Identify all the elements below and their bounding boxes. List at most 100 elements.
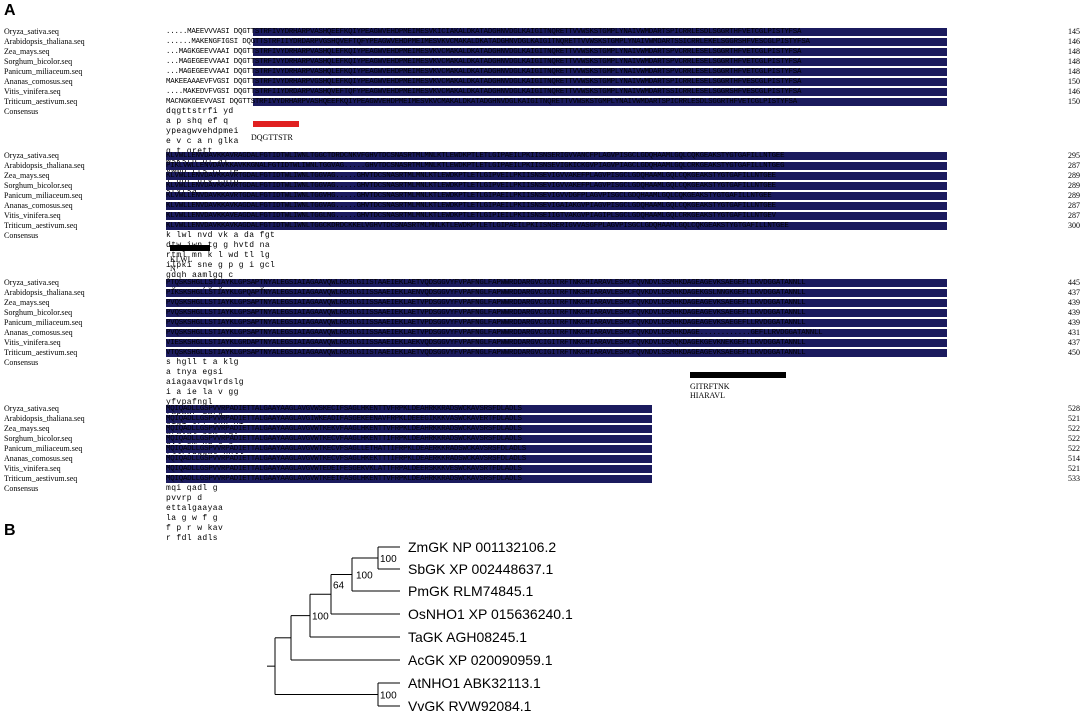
sequence-text: PVQSKSHGLLSTIAYKLGPSAPTNYALEGSIAIAGAAVQW… — [166, 309, 806, 317]
sequence-text: PVQSKSHGLLSTIAYKLGPSAPTNYALEGSIAIAGAAVQW… — [166, 329, 823, 337]
sequence-residues: MQIQADLLGSPVVRPADIETTALGAAYAAGLAVGVWTKEC… — [166, 435, 1066, 443]
alignment-row: Arabidopsis_thaliana.seq......MAKENGFIGS… — [0, 37, 1084, 47]
conserved-shading — [252, 58, 948, 66]
panel-b-label: B — [4, 522, 16, 539]
conserved-shading — [166, 299, 948, 307]
residue-count: 521 — [1068, 464, 1080, 473]
sequence-text: .....MAEEVVVASI DQGTTSTRFIVYDRHARPVASHQE… — [166, 28, 802, 36]
residue-count: 287 — [1068, 201, 1080, 210]
sequence-residues: MAKEEAAAEVFVGSI DQGTTSTRFIVYDRHARPVGSHQL… — [166, 78, 1066, 86]
sequence-text: VIESKSHGLLSTIAYKLGRDAPTNYALEGSIAIAGAAVQW… — [166, 339, 806, 347]
motif-bar — [170, 245, 210, 251]
sequence-text: PVQSKSHGLLSTIAYKLGPSAPTNYALEGSIAIAGAAVQW… — [166, 319, 806, 327]
sequence-name: Arabidopsis_thaliana.seq — [4, 414, 85, 423]
sequence-text: KLVWLLENVDAVKKAVRTGDALFGTIDTWLIWNLTGGVAG… — [166, 182, 776, 190]
sequence-residues: MQIQADLLGSPVVRPADIETTALGAAYAAGLAVGIWKEAD… — [166, 415, 1066, 423]
conserved-shading — [252, 38, 948, 46]
sequence-name: Arabidopsis_thaliana.seq — [4, 37, 85, 46]
conserved-shading — [166, 202, 948, 210]
conserved-shading — [252, 28, 948, 36]
alignment-row: Zea_mays.seq...MAGKGEEVVAAI DQGTTSTRFIVY… — [0, 47, 1084, 57]
conserved-shading — [166, 405, 653, 413]
sequence-text: KLVWLLENVDAVKKAVRTGDALFGTIDTWLIWNLTGGVAG… — [166, 172, 776, 180]
sequence-text: MQIQADLLGSPVVRPADIETTALGAAYAAGLAVGIWKEAD… — [166, 415, 522, 423]
tree-leaf-label: AcGK XP 020090959.1 — [408, 652, 553, 668]
conserved-shading — [252, 88, 948, 96]
residue-count: 437 — [1068, 288, 1080, 297]
sequence-name: Oryza_sativa.seq — [4, 404, 59, 413]
sequence-name: Ananas_comosus.seq — [4, 77, 73, 86]
sequence-name: Oryza_sativa.seq — [4, 278, 59, 287]
sequence-text: PVQSKSHGLLSTIAYKLGPSAPTNYALEGSIAIAGAAVQW… — [166, 299, 806, 307]
consensus-label: Consensus — [4, 484, 39, 493]
motif-label: KLWL N — [170, 255, 193, 273]
sequence-residues: ...MAGEGEEVVAAI DQGTTSTRFIVYDRHARPVASHQL… — [166, 58, 1066, 66]
conserved-shading — [166, 309, 948, 317]
conserved-shading — [166, 182, 948, 190]
conserved-shading — [166, 162, 948, 170]
sequence-residues: KLVWLLENVDAVKKAVKAGDALFGTIDTWLIWNLTGGCKD… — [166, 222, 1066, 230]
residue-count: 514 — [1068, 454, 1080, 463]
sequence-name: Vitis_vinifera.seq — [4, 464, 61, 473]
sequence-residues: MACNGKGEEVVASI DQGTTSTRFIVYDRHARPVASHQEE… — [166, 98, 1066, 106]
residue-count: 150 — [1068, 77, 1080, 86]
residue-count: 148 — [1068, 57, 1080, 66]
motif-label: GITRFTNK HIARAVL — [690, 382, 730, 400]
consensus-label: Consensus — [4, 107, 39, 116]
sequence-name: Triticum_aestivum.seq — [4, 474, 78, 483]
alignment-row: Sorghum_bicolor.seq KLVWLLENVDAVKKAVRTGDA… — [0, 181, 1084, 191]
sequence-residues: KLVWLLENVDAVKKAVEAGDALFGTIDTWLIWNLTGGLNG… — [166, 212, 1066, 220]
sequence-text: MQIQADLLGSPVVRPADIETTALGAAYAAGLAVGVWTKEE… — [166, 475, 522, 483]
sequence-name: Vitis_vinifera.seq — [4, 87, 61, 96]
alignment-row: Vitis_vinifera.seq VIESKSHGLLSTIAYKLGRDAP… — [0, 338, 1084, 348]
conserved-shading — [166, 415, 653, 423]
sequence-name: Sorghum_bicolor.seq — [4, 181, 73, 190]
motif-bar — [253, 121, 299, 127]
residue-count: 450 — [1068, 348, 1080, 357]
alignment-row: Arabidopsis_thaliana.seq MQIQADLLGSPVVRPA… — [0, 414, 1084, 424]
sequence-residues: VIESKSHGLLSTIAYKLGRDAPTNYALEGSIAIAGAAVQW… — [166, 339, 1066, 347]
residue-count: 145 — [1068, 27, 1080, 36]
sequence-name: Oryza_sativa.seq — [4, 151, 59, 160]
sequence-text: MAKEEAAAEVFVGSI DQGTTSTRFIVYDRHARPVGSHQL… — [166, 78, 802, 86]
residue-count: 146 — [1068, 37, 1080, 46]
sequence-residues: .....MAEEVVVASI DQGTTSTRFIVYDRHARPVASHQE… — [166, 28, 1066, 36]
sequence-name: Vitis_vinifera.seq — [4, 211, 61, 220]
consensus-sequence: dqgttstrfi yd a p shq ef q ypeagwvehdpme… — [166, 107, 239, 196]
sequence-text: KLVWLLENVDAVKKAVRAGDALFGTIDTWLIWNLTGGCTD… — [166, 152, 785, 160]
tree-leaf-label: PmGK RLM74845.1 — [408, 583, 533, 599]
conserved-shading — [166, 435, 653, 443]
conserved-shading — [166, 339, 948, 347]
residue-count: 150 — [1068, 97, 1080, 106]
conserved-shading — [166, 329, 948, 337]
alignment-row: Panicum_miliaceum.seq...MAGEGEEVVAAI DQG… — [0, 67, 1084, 77]
sequence-name: Zea_mays.seq — [4, 298, 50, 307]
sequence-residues: ...MAGEGEEVVAAI DQGTTSTRFIVYDRHARPVASHQL… — [166, 68, 1066, 76]
tree-leaf-label: ZmGK NP 001132106.2 — [408, 539, 556, 555]
sequence-text: KLVWLLENVDAVKKAVEAGDALFGTIDTWLIWNLTGGLNG… — [166, 212, 776, 220]
residue-count: 287 — [1068, 161, 1080, 170]
sequence-text: MACNGKGEEVVASI DQGTTSTRFIVYDRHARPVASHQEE… — [166, 98, 798, 106]
conserved-shading — [166, 425, 653, 433]
residue-count: 522 — [1068, 444, 1080, 453]
residue-count: 289 — [1068, 171, 1080, 180]
conserved-shading — [166, 279, 948, 287]
sequence-text: MQIQADLLGSPVVRPADIETTALGAAYAAGLAVGVWTKEC… — [166, 435, 522, 443]
sequence-name: Vitis_vinifera.seq — [4, 338, 61, 347]
residue-count: 437 — [1068, 338, 1080, 347]
sequence-name: Zea_mays.seq — [4, 47, 50, 56]
motif-label: DQGTTSTR — [251, 133, 293, 142]
bootstrap-value: 100 — [380, 691, 397, 702]
